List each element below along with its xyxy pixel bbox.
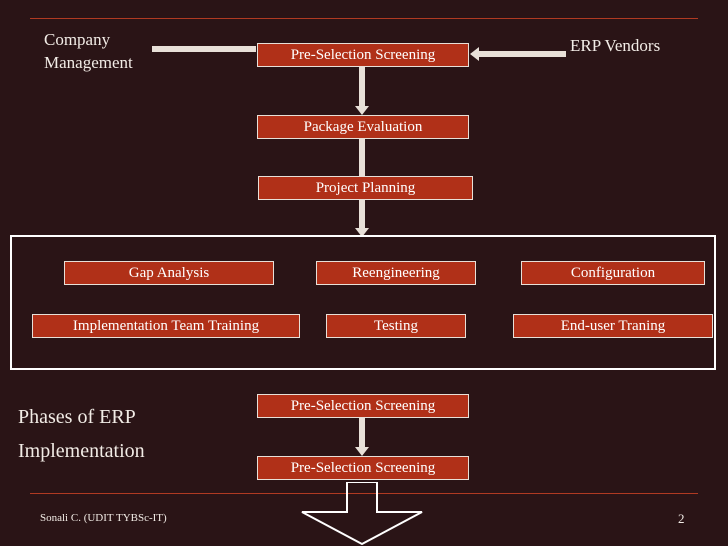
arrow-screening-to-package — [355, 66, 369, 115]
box-project-planning[interactable]: Project Planning — [258, 176, 473, 200]
box-package-evaluation[interactable]: Package Evaluation — [257, 115, 469, 139]
box-configuration[interactable]: Configuration — [521, 261, 705, 285]
footer-page-number: 2 — [678, 511, 685, 526]
arrow-planning-to-phases — [355, 199, 369, 237]
big-down-arrow — [301, 482, 423, 546]
arrow-vendors-to-screening — [470, 47, 566, 61]
box-end-user-training[interactable]: End-user Traning — [513, 314, 713, 338]
box-pre-selection-screening-top[interactable]: Pre-Selection Screening — [257, 43, 469, 67]
arrow-company-to-screening — [152, 46, 256, 52]
box-gap-analysis[interactable]: Gap Analysis — [64, 261, 274, 285]
divider-bottom — [30, 493, 698, 494]
divider-top — [30, 18, 698, 19]
label-phases-of-erp-implementation: Phases of ERP Implementation — [18, 406, 145, 462]
box-pre-selection-screening-mid[interactable]: Pre-Selection Screening — [257, 394, 469, 418]
box-implementation-team-training[interactable]: Implementation Team Training — [32, 314, 300, 338]
phase-group-container — [10, 235, 716, 370]
footer-author: Sonali C. (UDIT TYBSc-IT) — [40, 512, 167, 524]
arrow-mid-to-bottom — [355, 417, 369, 456]
box-pre-selection-screening-bottom[interactable]: Pre-Selection Screening — [257, 456, 469, 480]
label-erp-vendors: ERP Vendors — [570, 36, 661, 55]
label-company-management: Company Management — [44, 30, 133, 72]
box-reengineering[interactable]: Reengineering — [316, 261, 476, 285]
box-testing[interactable]: Testing — [326, 314, 466, 338]
